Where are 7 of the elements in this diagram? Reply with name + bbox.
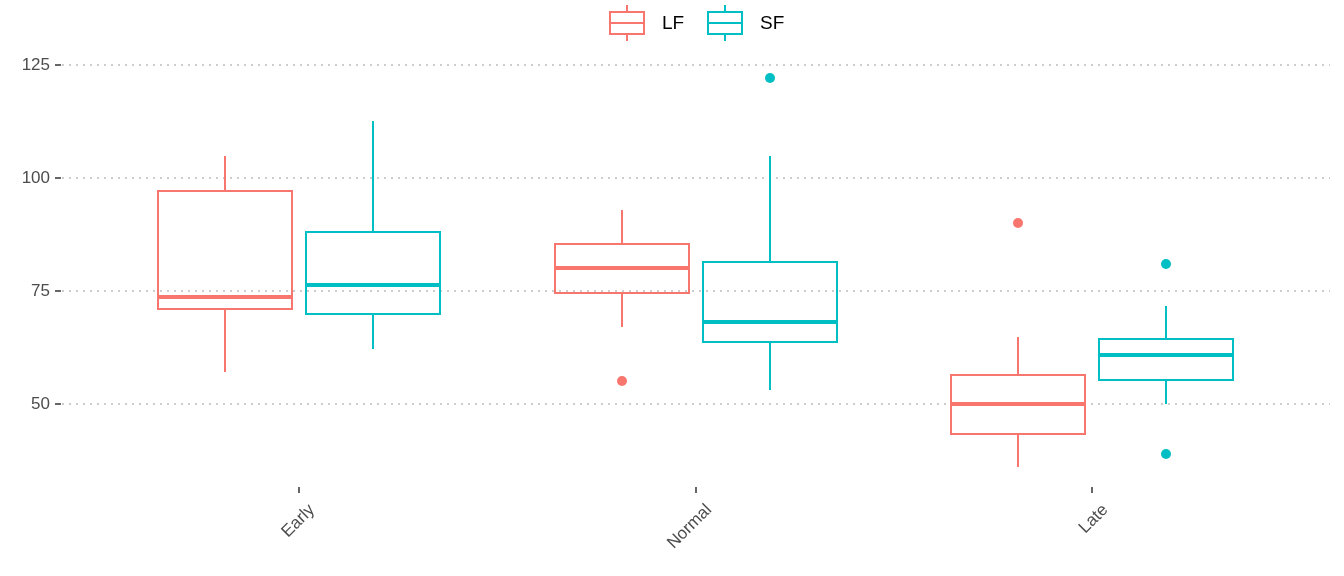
axis-label: 75 xyxy=(31,281,50,301)
axis-label: 50 xyxy=(31,394,50,414)
legend-label: LF xyxy=(662,12,685,34)
axis-label: 125 xyxy=(21,55,50,75)
axis-label: 100 xyxy=(21,168,50,188)
axis-label: Late xyxy=(1074,500,1113,538)
legend-label: SF xyxy=(760,12,785,34)
